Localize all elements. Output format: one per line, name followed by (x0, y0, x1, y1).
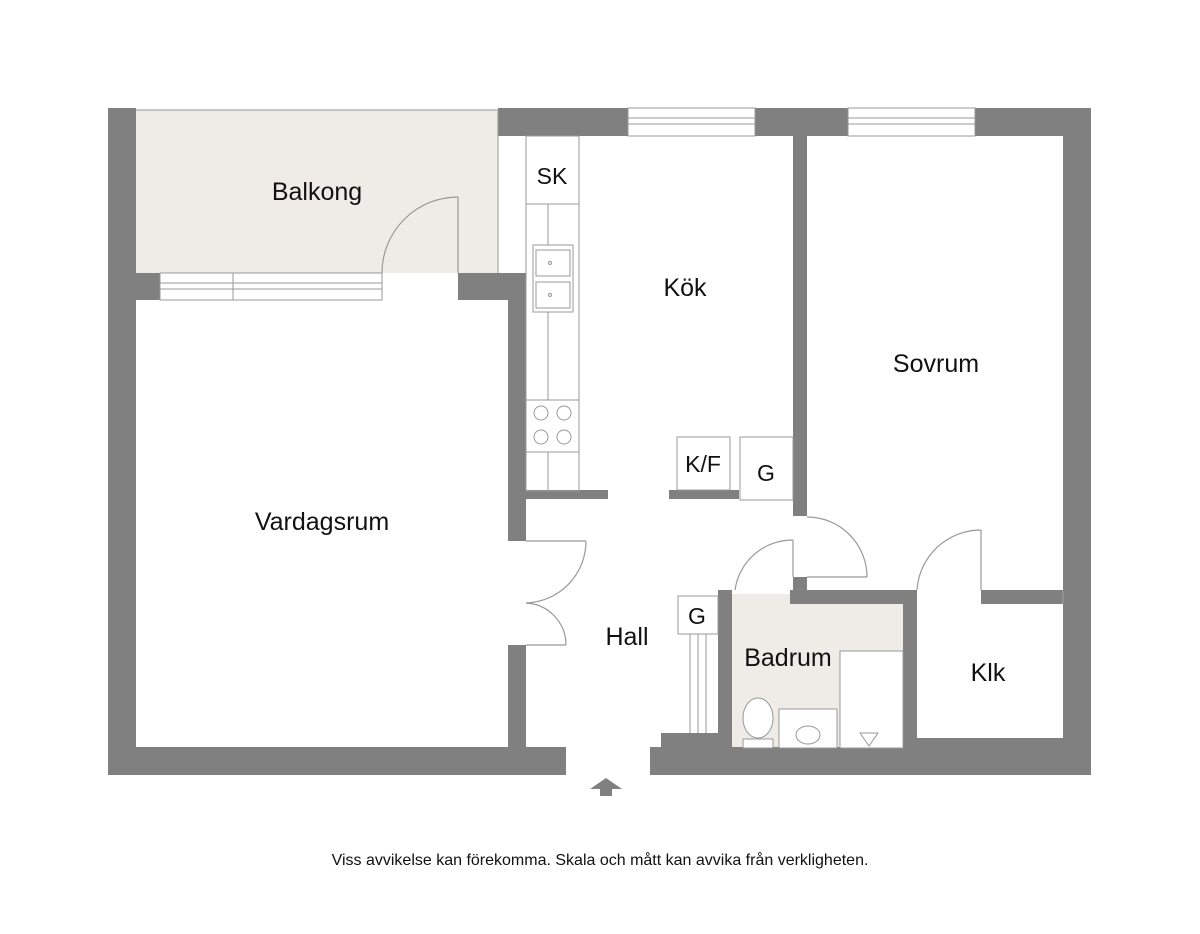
room-label-vardagsrum: Vardagsrum (255, 508, 389, 536)
shower-icon (839, 650, 904, 749)
disclaimer-text: Viss avvikelse kan förekomma. Skala och … (331, 852, 869, 869)
room-label-sovrum: Sovrum (893, 350, 979, 378)
room-label-kok: Kök (663, 274, 707, 302)
entrance-arrow-icon (590, 778, 622, 796)
toilet-icon (742, 738, 774, 749)
room-label-klk: Klk (971, 659, 1006, 687)
fixture-label-kf: K/F (685, 451, 721, 477)
fixture-label-sk: SK (537, 163, 568, 189)
room-label-badrum: Badrum (744, 644, 832, 672)
stove-icon (525, 399, 580, 453)
doors (381, 196, 1064, 646)
windows (136, 107, 976, 301)
bathroom-fixtures (742, 650, 904, 749)
kitchen-counter (525, 135, 794, 733)
fixture-label-g-kitchen: G (757, 460, 775, 486)
room-label-hall: Hall (605, 623, 648, 651)
balcony-area (136, 110, 498, 273)
room-label-balkong: Balkong (272, 178, 362, 206)
fixture-label-g-hall: G (688, 603, 706, 629)
sink-icon (532, 244, 574, 313)
drain-icon (859, 732, 879, 747)
walls (108, 108, 1091, 775)
